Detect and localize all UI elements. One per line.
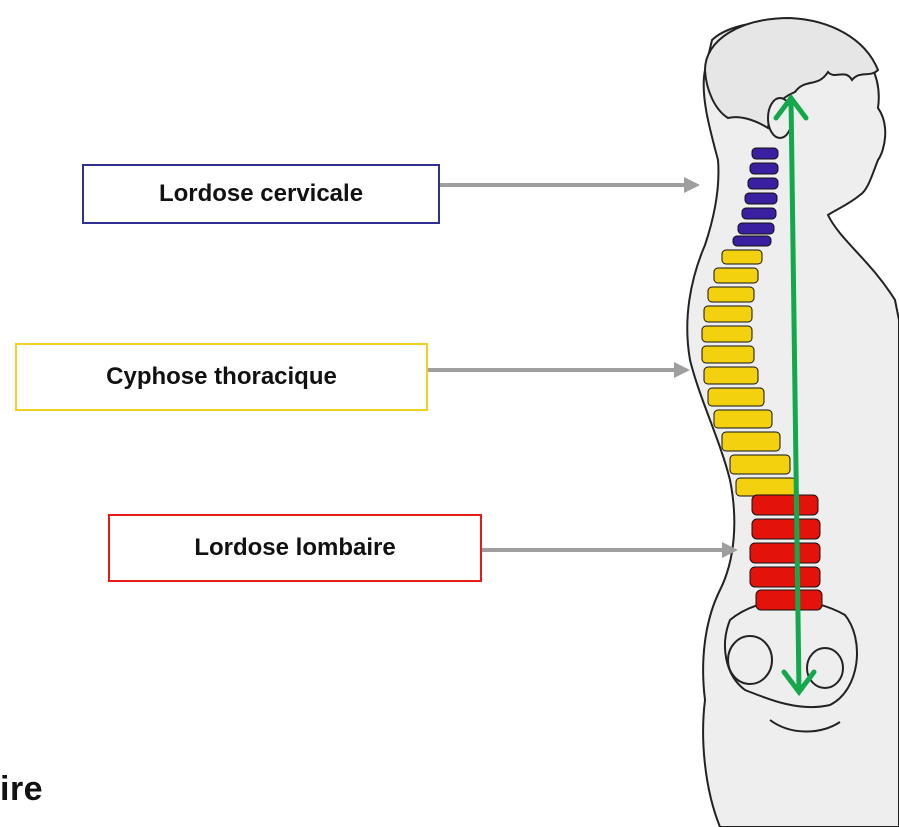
label-text: Cyphose thoracique [106, 363, 337, 391]
label-text: Lordose cervicale [159, 180, 363, 208]
partial-text: ire [0, 770, 43, 809]
label-text: Lordose lombaire [194, 534, 395, 562]
label-lordose-lombaire: Lordose lombaire [108, 514, 482, 582]
label-cyphose-thoracique: Cyphose thoracique [15, 343, 428, 411]
label-lordose-cervicale: Lordose cervicale [82, 164, 440, 224]
lumbar-vertebrae [750, 495, 822, 610]
